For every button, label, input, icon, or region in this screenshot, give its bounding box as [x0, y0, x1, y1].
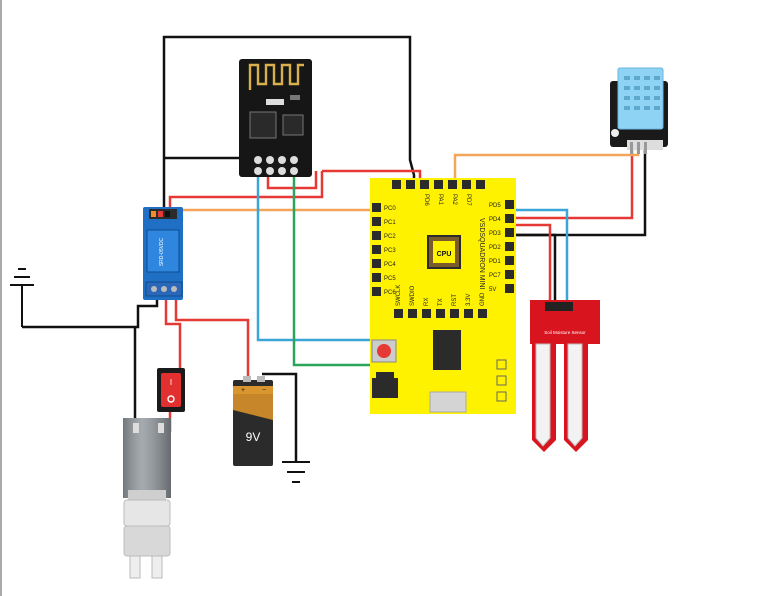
soil-moisture-sensor: Soil Moisture Sensor: [530, 300, 600, 452]
top-header-pins: [392, 180, 485, 189]
wire-red-relay-batt: [174, 298, 250, 378]
right-pin-label: PD4: [489, 217, 501, 223]
left-pin-label: PC2: [384, 234, 396, 240]
top-pin-label: PD6: [423, 194, 429, 206]
left-pin-label: PC6: [384, 290, 396, 296]
wire-red-relay-top: [168, 171, 324, 210]
right-header-pins: [505, 200, 514, 293]
chip-label: CPU: [437, 251, 452, 258]
bottom-pin-label: SWDIO: [410, 285, 416, 306]
right-pin-label: PC7: [489, 273, 501, 279]
left-pin-label: PC5: [384, 276, 396, 282]
bottom-pin-label: 3.3V: [466, 294, 472, 306]
svg-text:I: I: [170, 378, 172, 387]
top-pin-labels: PD6 PA1 PA2 PD7: [423, 194, 471, 206]
battery-minus: −: [262, 387, 266, 394]
antenna-trace: [248, 63, 304, 90]
board-name: VSDSQUADRON MINI: [478, 218, 485, 290]
left-pin-label: PC4: [384, 262, 396, 268]
bottom-pin-label: GND: [480, 292, 486, 306]
bottom-pin-label: RST: [452, 294, 458, 306]
top-pin-label: PD7: [465, 194, 471, 206]
right-pin-label: PD2: [489, 245, 501, 251]
bottom-pin-label: TX: [438, 298, 444, 306]
wire-black-top: [162, 35, 647, 237]
bottom-header-pins: [394, 309, 487, 318]
left-pin-label: PC0: [384, 206, 396, 212]
right-pin-label: PD1: [489, 259, 501, 265]
relay-module: SRD-05VDC: [143, 207, 183, 300]
left-pin-label: PC3: [384, 248, 396, 254]
wire-black-soil: [515, 233, 557, 300]
wire-black-batt-gnd: [262, 372, 298, 462]
right-pin-label: PD3: [489, 231, 501, 237]
dht-sensor: [610, 67, 668, 154]
relay-label: SRD-05VDC: [159, 237, 165, 266]
wire-black-ground-left: [22, 296, 159, 329]
left-pin-label: PC1: [384, 220, 396, 226]
rocker-switch: I: [157, 368, 185, 412]
esp-header-pins: [254, 156, 298, 175]
battery-plus: +: [241, 387, 245, 394]
ground-symbol-right: [282, 461, 310, 483]
bottom-pin-labels: SWCLK SWDIO RX TX RST 3.3V GND: [396, 285, 486, 306]
top-pin-label: PA1: [437, 194, 443, 206]
vsdsquadron-board: CPU VSDSQUADRON MINI PC0PC1PC2PC3PC4PC5P…: [370, 178, 516, 414]
esp-wifi-module: [239, 59, 312, 177]
top-pin-label: PA2: [451, 194, 457, 206]
wire-red-esp: [266, 171, 318, 190]
right-pin-label: PD5: [489, 203, 501, 209]
ground-symbol-left: [10, 268, 34, 327]
soil-sensor-label: Soil Moisture Sensor: [544, 330, 586, 335]
bottom-pin-label: SWCLK: [396, 285, 402, 306]
right-pin-label: 5V: [489, 287, 496, 293]
bottom-pin-label: RX: [424, 298, 430, 306]
water-pump: [123, 418, 171, 579]
battery-label: 9V: [246, 430, 261, 444]
battery-9v: + − 9V: [233, 376, 273, 466]
wire-red-soil: [508, 223, 552, 300]
wire-red-relay-switch: [164, 298, 182, 370]
left-header-pins: [372, 203, 381, 296]
